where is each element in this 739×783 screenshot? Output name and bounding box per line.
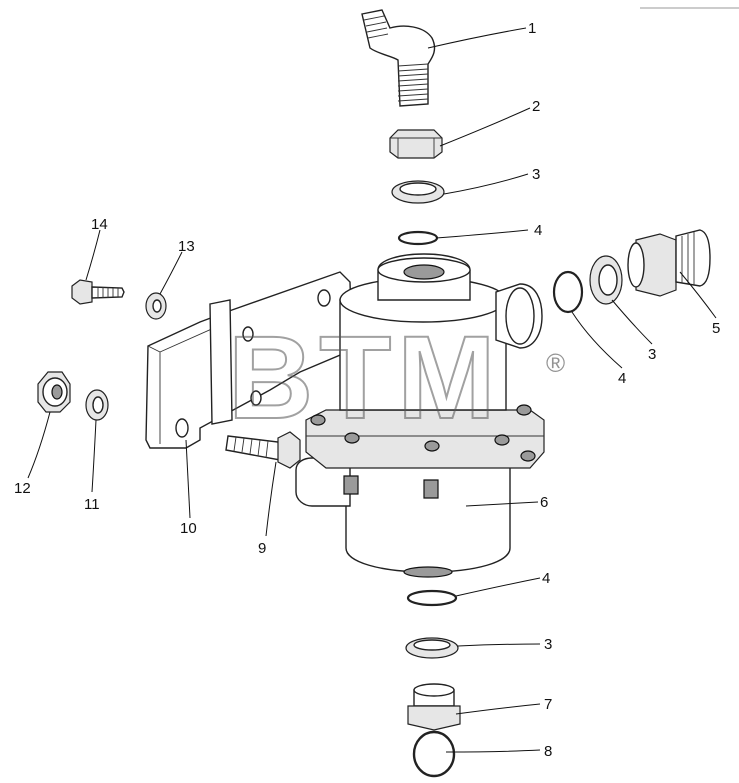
callout-3-bottom: 3 — [544, 636, 552, 653]
part-3-washer-right — [589, 255, 623, 305]
part-5-union-fitting — [627, 229, 711, 297]
callout-4-top: 4 — [534, 222, 542, 239]
callout-3-right: 3 — [648, 346, 656, 363]
watermark-registered-mark: ® — [546, 348, 565, 378]
part-1-elbow-fitting — [361, 9, 436, 107]
callout-labels: 1 2 3 4 14 13 5 3 4 12 11 10 9 6 4 3 7 8 — [14, 20, 720, 760]
part-11-spring-washer — [85, 389, 109, 421]
callout-1: 1 — [528, 20, 536, 37]
callout-4-bottom: 4 — [542, 570, 550, 587]
watermark-logo: BTM — [228, 312, 502, 444]
part-2-hex-nut — [389, 129, 443, 159]
part-4-oring-right — [552, 270, 584, 314]
part-4-oring-top — [397, 230, 439, 246]
callout-11: 11 — [84, 496, 100, 513]
part-12-nut — [37, 371, 71, 413]
part-7-drain-plug — [407, 683, 461, 731]
callout-14: 14 — [91, 216, 108, 233]
part-8-ring — [412, 730, 456, 778]
callout-5: 5 — [712, 320, 720, 337]
part-6-valve-body — [295, 253, 545, 578]
part-13-spring-washer — [145, 292, 167, 320]
callout-9: 9 — [258, 540, 266, 557]
callout-2: 2 — [532, 98, 540, 115]
callout-3-top: 3 — [532, 166, 540, 183]
part-14-bolt — [71, 279, 125, 305]
callout-7: 7 — [544, 696, 552, 713]
callout-13: 13 — [178, 238, 195, 255]
callout-10: 10 — [180, 520, 197, 537]
callout-6: 6 — [540, 494, 548, 511]
leader-lines — [27, 27, 717, 753]
part-10-bracket — [145, 271, 353, 449]
part-4-oring-bottom — [406, 589, 458, 607]
part-9-long-bolt — [225, 431, 301, 469]
callout-12: 12 — [14, 480, 31, 497]
part-3-washer-top — [391, 180, 445, 204]
part-3-washer-bottom — [405, 637, 459, 659]
callout-8: 8 — [544, 743, 552, 760]
callout-4-right: 4 — [618, 370, 626, 387]
